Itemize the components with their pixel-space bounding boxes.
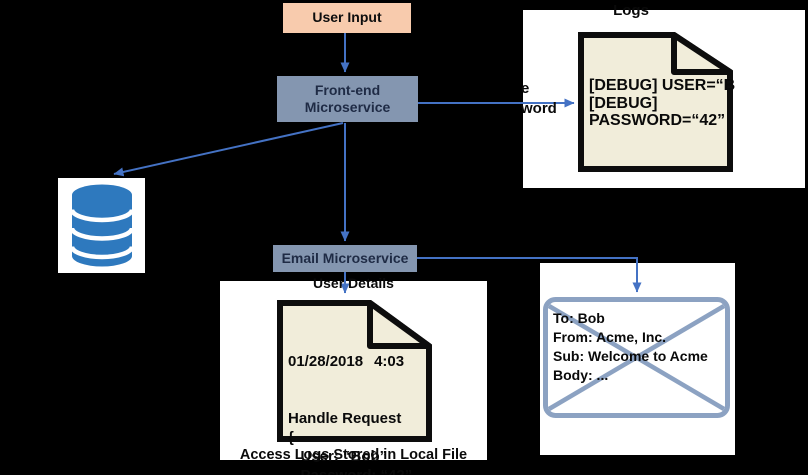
user-input-label: User Input (312, 9, 382, 26)
log-document-text: [DEBUG] USER=“Bob”[DEBUG]PASSWORD=“42” (589, 77, 735, 129)
user-details-title: User Details (313, 275, 394, 291)
email-microservice-node: Email Microservice (273, 245, 417, 272)
frontend-label-line2: Microservice (304, 99, 391, 115)
edge-label-fragment-2: word (521, 100, 557, 117)
user-input-node: User Input (283, 3, 411, 33)
edge-label-fragment-1: e (521, 80, 530, 97)
access-logs-caption: Access Logs Stored in Local File (239, 447, 468, 463)
envelope-icon (543, 297, 730, 418)
logs-title: Logs (613, 2, 649, 19)
database-icon (69, 184, 135, 267)
frontend-label-line1: Front-end (314, 81, 381, 98)
frontend-microservice-node: Front-end Microservice (277, 76, 418, 122)
access-log-document-icon (277, 300, 432, 442)
access-log-document-text: 01/28/2018 4:03 Handle Request{ User: “Bo… (288, 314, 412, 475)
email-label: Email Microservice (281, 249, 409, 266)
database-panel (58, 178, 145, 273)
access-log-lines: Handle Request{ User: “Bob” Password: “4… (288, 410, 412, 475)
log-document-icon (578, 32, 733, 172)
log-time: 4:03 (374, 353, 405, 370)
log-date: 01/28/2018 (288, 353, 364, 370)
arrow-frontend-to-database (113, 122, 344, 177)
